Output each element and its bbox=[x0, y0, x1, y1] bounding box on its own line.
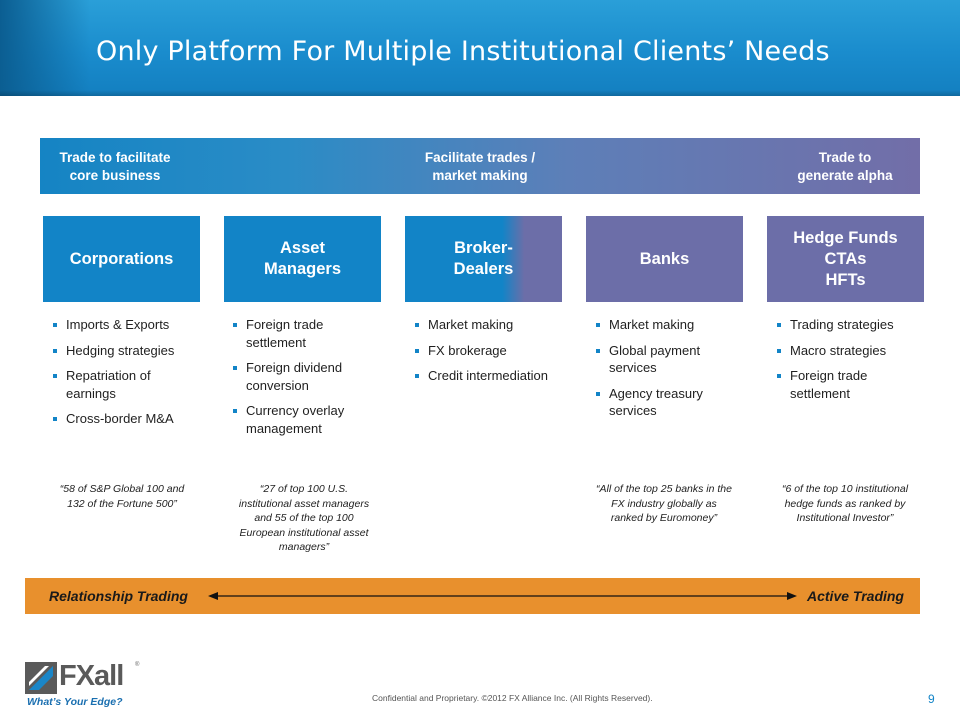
bullet-list-asset-managers: Foreign trade settlement Foreign dividen… bbox=[232, 316, 382, 445]
bullet-icon bbox=[415, 374, 419, 378]
fxall-logo: FXall ® What’s Your Edge? bbox=[25, 660, 155, 710]
trading-spectrum-bar: Relationship Trading Active Trading bbox=[25, 578, 920, 614]
segment-box-corporations: Corporations bbox=[43, 216, 200, 302]
list-item-text: Agency treasury services bbox=[609, 385, 703, 419]
quote-corporations: “58 of S&P Global 100 and 132 of the For… bbox=[59, 483, 185, 510]
bullet-icon bbox=[415, 348, 419, 353]
list-item-text: Foreign trade settlement bbox=[246, 317, 324, 350]
list-item: Foreign trade settlement bbox=[776, 367, 926, 402]
bullet-icon bbox=[777, 348, 781, 353]
slide-title: Only Platform For Multiple Institutional… bbox=[96, 36, 830, 67]
bullet-icon bbox=[777, 374, 781, 378]
segment-box-hedge-funds: Hedge Funds CTAs HFTs bbox=[767, 216, 924, 302]
bullet-list-hedge-funds: Trading strategies Macro strategies Fore… bbox=[776, 316, 926, 410]
footer-confidential-text: Confidential and Proprietary. ©2012 FX A… bbox=[372, 693, 653, 703]
list-item: Global payment services bbox=[595, 342, 745, 377]
bullet-icon bbox=[233, 323, 237, 327]
list-item-text: Market making bbox=[428, 317, 514, 332]
segment-box-asset-managers: Asset Managers bbox=[224, 216, 381, 302]
list-item: FX brokerage bbox=[414, 342, 564, 360]
active-trading-label: Active Trading bbox=[807, 588, 904, 604]
list-item: Credit intermediation bbox=[414, 367, 564, 385]
bullet-icon bbox=[596, 348, 600, 353]
list-item-text: Credit intermediation bbox=[428, 368, 548, 383]
list-item: Currency overlay management bbox=[232, 402, 382, 437]
bullet-icon bbox=[53, 323, 57, 327]
list-item-text: Trading strategies bbox=[790, 317, 894, 332]
list-item: Repatriation of earnings bbox=[52, 367, 202, 402]
logo-tagline: What’s Your Edge? bbox=[27, 696, 123, 708]
list-item: Agency treasury services bbox=[595, 385, 745, 420]
segment-box-broker-dealers: Broker- Dealers bbox=[405, 216, 562, 302]
bullet-icon bbox=[596, 391, 600, 396]
quote-banks: “All of the top 25 banks in the FX indus… bbox=[595, 483, 732, 524]
bullet-icon bbox=[233, 366, 237, 370]
title-bar-corner-shade bbox=[0, 0, 90, 96]
spectrum-label-left: Trade to facilitate core business bbox=[59, 150, 171, 183]
list-item: Foreign dividend conversion bbox=[232, 359, 382, 394]
list-item-text: Cross-border M&A bbox=[66, 411, 174, 426]
list-item-text: Foreign trade settlement bbox=[790, 368, 868, 401]
spectrum-label-center: Facilitate trades / market making bbox=[424, 150, 536, 183]
list-item-text: Macro strategies bbox=[790, 342, 887, 358]
list-item-text: Global payment services bbox=[609, 342, 701, 376]
list-item-text: Market making bbox=[609, 317, 695, 332]
list-item-text: Hedging strategies bbox=[66, 342, 175, 358]
bullet-icon bbox=[415, 323, 419, 327]
bullet-icon bbox=[53, 374, 57, 378]
bullet-list-broker-dealers: Market making FX brokerage Credit interm… bbox=[414, 316, 564, 393]
list-item-text: Repatriation of earnings bbox=[66, 368, 151, 401]
spectrum-bar: Trade to facilitate core business Facili… bbox=[40, 138, 920, 194]
list-item: Cross-border M&A bbox=[52, 410, 202, 428]
double-arrow-icon bbox=[208, 592, 797, 600]
quote-hedge-funds: “6 of the top 10 institutional hedge fun… bbox=[781, 483, 909, 524]
bullet-icon bbox=[53, 417, 57, 421]
page-number: 9 bbox=[928, 692, 935, 706]
bullet-icon bbox=[596, 323, 600, 327]
bullet-list-banks: Market making Global payment services Ag… bbox=[595, 316, 745, 428]
fxall-logo-mark-icon bbox=[25, 662, 57, 694]
relationship-trading-label: Relationship Trading bbox=[49, 588, 188, 604]
list-item-text: Foreign dividend conversion bbox=[246, 360, 343, 393]
logo-wordmark: FXall bbox=[59, 660, 124, 692]
bullet-icon bbox=[53, 348, 57, 353]
logo-registered-mark: ® bbox=[135, 662, 140, 668]
title-bar-shadow bbox=[0, 90, 960, 96]
list-item: Macro strategies bbox=[776, 342, 926, 360]
bullet-list-corporations: Imports & Exports Hedging strategies Rep… bbox=[52, 316, 202, 436]
list-item: Market making bbox=[595, 316, 745, 334]
list-item: Foreign trade settlement bbox=[232, 316, 382, 351]
list-item-text: Imports & Exports bbox=[66, 317, 170, 332]
list-item: Market making bbox=[414, 316, 564, 334]
list-item: Hedging strategies bbox=[52, 342, 202, 360]
list-item-text: FX brokerage bbox=[428, 342, 507, 358]
list-item: Trading strategies bbox=[776, 316, 926, 334]
title-bar: Only Platform For Multiple Institutional… bbox=[0, 0, 960, 96]
list-item-text: Currency overlay management bbox=[246, 403, 345, 436]
quote-asset-managers: “27 of top 100 U.S. institutional asset … bbox=[238, 483, 370, 553]
bullet-icon bbox=[233, 409, 237, 413]
spectrum-label-right: Trade to generate alpha bbox=[797, 150, 893, 183]
bullet-icon bbox=[777, 323, 781, 327]
list-item: Imports & Exports bbox=[52, 316, 202, 334]
segment-box-banks: Banks bbox=[586, 216, 743, 302]
